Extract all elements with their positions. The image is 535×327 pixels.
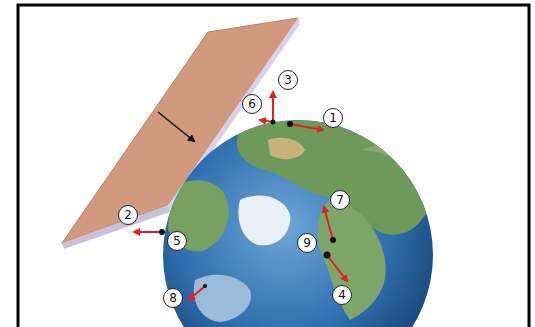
callout-number: 1 <box>323 108 343 128</box>
site-dots <box>159 120 336 289</box>
callout-number: 5 <box>167 231 187 251</box>
motion-arrows <box>134 92 347 300</box>
callout-number: 8 <box>163 288 183 308</box>
land <box>168 120 432 322</box>
callout-number: 3 <box>278 70 298 90</box>
callout-number: 4 <box>332 285 352 305</box>
callout-number: 6 <box>242 94 262 114</box>
callout-number: 2 <box>118 205 138 225</box>
plate-edge <box>62 205 170 249</box>
callout-number: 7 <box>330 190 350 210</box>
callout-number: 9 <box>297 233 317 253</box>
globe <box>163 120 433 327</box>
plate-arrow <box>158 112 194 141</box>
